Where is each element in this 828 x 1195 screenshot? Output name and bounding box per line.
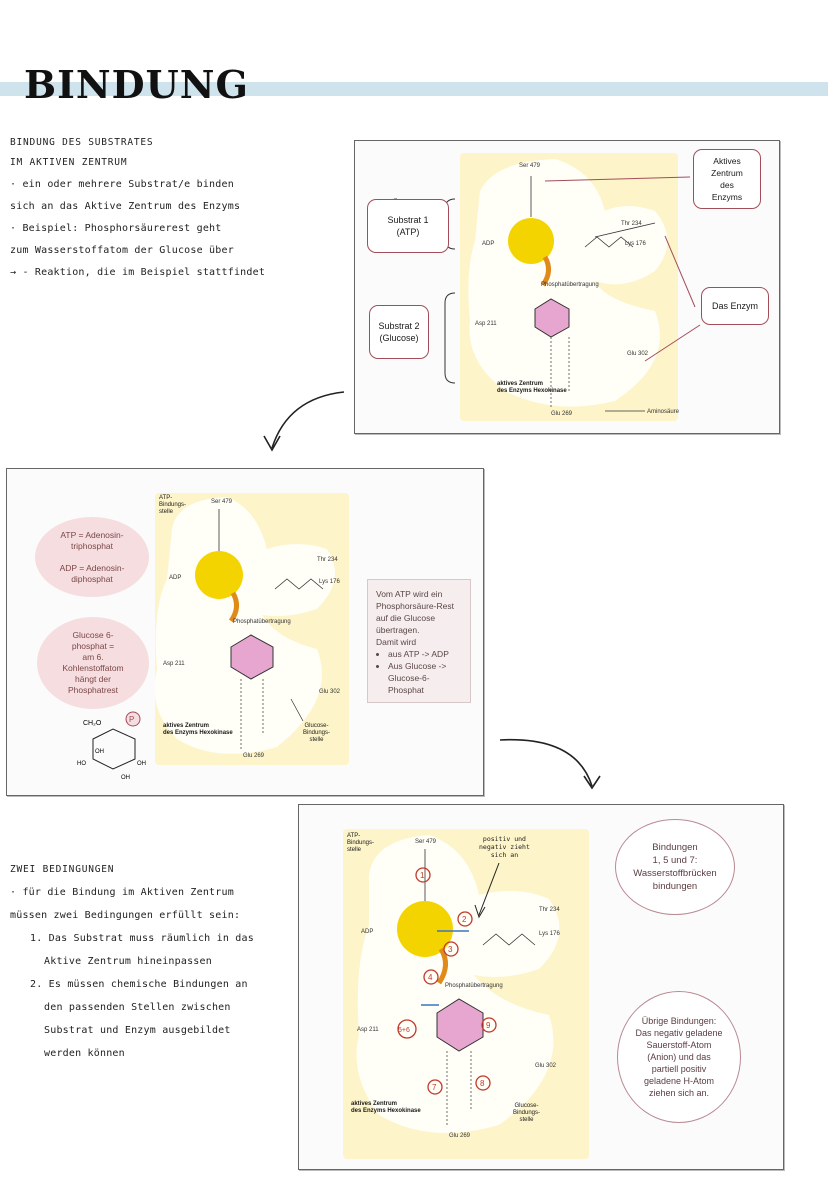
residue-thr: Thr 234 <box>621 221 642 227</box>
oh-label: OH <box>137 761 146 767</box>
binding-number: 9 <box>486 1021 491 1030</box>
oh-label: OH <box>121 775 130 781</box>
ho-label: HO <box>77 761 86 767</box>
fig3-residue-glu269: Glu 269 <box>449 1133 471 1139</box>
figure3-diagram: Ser 479 Thr 234 Lys 176 Asp 211 Glu 302 … <box>356 835 560 1139</box>
fig2-active-center-caption: aktives Zentrum des Enzyms Hexokinase <box>163 723 233 736</box>
handwritten-annotation: positiv und negativ zieht sich an <box>479 835 530 859</box>
oh-label: OH <box>95 749 104 755</box>
info-box: Vom ATP wird ein Phosphorsäure-Rest auf … <box>367 579 471 703</box>
info-item: Aus Glucose -> Glucose-6-Phosphat <box>388 660 462 696</box>
active-center-caption: aktives Zentrum des Enzyms Hexokinase <box>497 381 567 394</box>
info-item: aus ATP -> ADP <box>388 648 462 660</box>
enzyme-box: Das Enzym <box>701 287 769 325</box>
fig2-residue-thr: Thr 234 <box>317 557 338 563</box>
page-title: BINDUNG <box>24 62 249 107</box>
p-label: P <box>129 715 134 724</box>
ch2o-label: CH₂O <box>83 720 102 727</box>
fig2-residue-ser: Ser 479 <box>211 499 233 505</box>
atp-adp-bubble: ATP = Adenosin- triphosphat ADP = Adenos… <box>35 517 149 597</box>
residue-lys: Lys 176 <box>625 241 646 247</box>
fig3-active-center-caption: aktives Zentrum des Enzyms Hexokinase <box>351 1101 421 1114</box>
fig3-atp-binding-site: ATP- Bindungs- stelle <box>347 833 375 853</box>
section2-line: werden können <box>44 1048 125 1059</box>
fig2-adp-label: ADP <box>169 575 181 581</box>
fig3-residue-glu302: Glu 302 <box>535 1063 557 1069</box>
binding-number: 4 <box>428 973 433 982</box>
section2-line: müssen zwei Bedingungen erfüllt sein: <box>10 910 241 921</box>
aminosaeure-label: Aminosäure <box>647 409 680 415</box>
figure1-diagram: Ser 479 Thr 234 Lys 176 Asp 211 Glu 302 … <box>386 159 701 417</box>
binding-number: 3 <box>448 945 453 954</box>
section2-heading: ZWEI BEDINGUNGEN <box>10 864 115 875</box>
fig2-residue-lys: Lys 176 <box>319 579 340 585</box>
residue-glu302: Glu 302 <box>627 351 649 357</box>
active-center-box: Aktives Zentrum des Enzyms <box>693 149 761 209</box>
section1-line: · ein oder mehrere Substrat/e binden <box>10 179 234 190</box>
section1-notes: BINDUNG DES SUBSTRATES IM AKTIVEN ZENTRU… <box>10 134 330 284</box>
arrow-curve-1 <box>263 391 345 452</box>
glucose-structure: P CH₂O OH OH OH HO <box>77 711 146 781</box>
binding-number: 5+6 <box>398 1027 410 1034</box>
residue-glu269: Glu 269 <box>551 411 573 417</box>
fig3-glucose-binding-site: Glucose- Bindungs- stelle <box>513 1103 541 1123</box>
section1-line: zum Wasserstoffatom der Glucose über <box>10 245 234 256</box>
hydrogen-bond-bubble: Bindungen 1, 5 und 7: Wasserstoffbrücken… <box>615 819 735 915</box>
section2-line: 2. Es müssen chemische Bindungen an <box>30 979 248 990</box>
binding-number: 1 <box>420 871 425 880</box>
section2-line: Aktive Zentrum hineinpassen <box>44 956 212 967</box>
section2-line: 1. Das Substrat muss räumlich in das <box>30 933 254 944</box>
section1-line: → - Reaktion, die im Beispiel stattfinde… <box>10 267 266 278</box>
figure3-box: Ser 479 Thr 234 Lys 176 Asp 211 Glu 302 … <box>298 804 784 1170</box>
title-band <box>0 82 828 96</box>
substrat1-box: Substrat 1 (ATP) <box>367 199 449 253</box>
figure2-box: Ser 479 Thr 234 Lys 176 Asp 211 Glu 302 … <box>6 468 484 796</box>
arrow-curve-2 <box>499 738 601 790</box>
info-intro: Vom ATP wird ein Phosphorsäure-Rest auf … <box>376 589 454 647</box>
binding-number: 7 <box>432 1083 437 1092</box>
fig2-residue-glu302: Glu 302 <box>319 689 341 695</box>
figure2-diagram: Ser 479 Thr 234 Lys 176 Asp 211 Glu 302 … <box>154 497 341 759</box>
adp-label: ADP <box>482 241 494 247</box>
figure1-box: Ser 479 Thr 234 Lys 176 Asp 211 Glu 302 … <box>354 140 780 434</box>
substrat2-box: Substrat 2 (Glucose) <box>369 305 429 359</box>
section2-line: Substrat und Enzym ausgebildet <box>44 1025 231 1036</box>
fig3-residue-asp: Asp 211 <box>357 1027 379 1033</box>
fig3-residue-ser: Ser 479 <box>415 839 437 845</box>
other-bonds-bubble: Übrige Bindungen: Das negativ geladene S… <box>617 991 741 1123</box>
phosphate-transfer-label: Phosphatübertragung <box>541 282 599 288</box>
fig3-residue-lys: Lys 176 <box>539 931 560 937</box>
residue-ser: Ser 479 <box>519 163 541 169</box>
section2-line: · für die Bindung im Aktiven Zentrum <box>10 887 234 898</box>
atp-binding-site-label: ATP- Bindungs- stelle <box>159 495 187 515</box>
fig2-residue-glu269: Glu 269 <box>243 753 265 759</box>
section1-line: · Beispiel: Phosphorsäurerest geht <box>10 223 222 234</box>
binding-number: 2 <box>462 915 467 924</box>
glucose-binding-site-label: Glucose- Bindungs- stelle <box>303 723 331 743</box>
fig3-phosphate-transfer: Phosphatübertragung <box>445 983 503 989</box>
section1-line: sich an das Aktive Zentrum des Enzyms <box>10 201 241 212</box>
glucose-phosphat-bubble: Glucose 6- phosphat = am 6. Kohlenstoffa… <box>37 617 149 709</box>
section1-heading: BINDUNG DES SUBSTRATES <box>10 137 154 148</box>
fig2-residue-asp: Asp 211 <box>163 661 185 667</box>
binding-number: 8 <box>480 1079 485 1088</box>
fig3-residue-thr: Thr 234 <box>539 907 560 913</box>
fig2-phosphate-transfer: Phosphatübertragung <box>233 619 291 625</box>
fig3-adp-label: ADP <box>361 929 373 935</box>
residue-asp: Asp 211 <box>475 321 497 327</box>
section2-line: den passenden Stellen zwischen <box>44 1002 231 1013</box>
section1-subheading: IM AKTIVEN ZENTRUM <box>10 157 128 168</box>
section2-notes: ZWEI BEDINGUNGEN · für die Bindung im Ak… <box>10 858 310 1065</box>
